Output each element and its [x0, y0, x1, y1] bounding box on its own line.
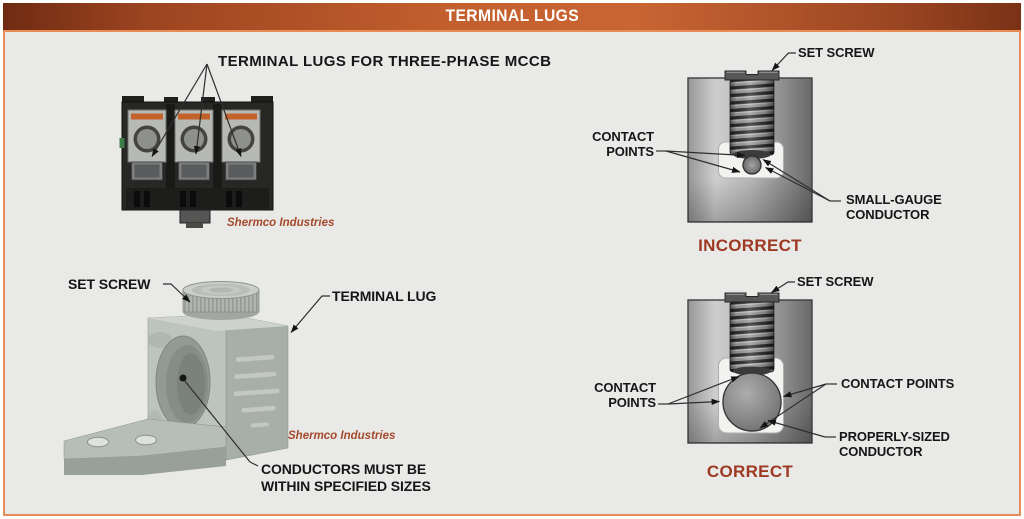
mccb-label: TERMINAL LUGS FOR THREE-PHASE MCCB — [218, 53, 552, 70]
correct-lug-diagram — [658, 281, 837, 444]
lug-photo-illustration — [63, 281, 330, 475]
set-screw-graphic — [724, 292, 780, 376]
lug-conductors-label: CONDUCTORS MUST BE WITHIN SPECIFIED SIZE… — [261, 461, 431, 494]
incorrect-verdict: INCORRECT — [698, 236, 802, 255]
properly-sized-conductor-graphic — [722, 372, 782, 432]
lug-conductor-hole — [155, 335, 211, 429]
mccb-body — [119, 96, 274, 228]
lug-leader-lines — [163, 283, 330, 467]
correct-set-screw-label: SET SCREW — [797, 274, 874, 289]
mccb-leader-lines — [151, 63, 242, 157]
lug-credit: Shermco Industries — [288, 430, 396, 442]
correct-verdict: CORRECT — [706, 462, 794, 481]
panel-lug-photo: SET SCREW TERMINAL LUG Shermco Industrie… — [20, 270, 560, 505]
correct-contact-points-left-label: CONTACT POINTS — [594, 380, 656, 410]
mccb-lug-module — [221, 109, 261, 181]
panel-mccb-photo: TERMINAL LUGS FOR THREE-PHASE MCCB Sherm… — [60, 42, 560, 242]
lug-set-screw-label: SET SCREW — [68, 276, 151, 292]
mccb-green-mark — [119, 138, 125, 148]
figure-title: TERMINAL LUGS — [445, 7, 579, 25]
mccb-lug-module — [174, 109, 214, 181]
figure-header: TERMINAL LUGS — [3, 3, 1021, 30]
incorrect-leader-lines — [656, 52, 841, 202]
incorrect-set-screw-label: SET SCREW — [798, 45, 875, 60]
lug-callout-dot — [179, 374, 187, 382]
correct-leader-lines — [658, 281, 837, 438]
panel-incorrect-diagram: SET SCREW CONTACT POINTS SMALL-GAUGE CON… — [560, 40, 1024, 257]
panel-correct-diagram: SET SCREW CONTACT POINTS CONTACT POINTS … — [560, 270, 1024, 514]
lug-threaded-collar — [182, 281, 260, 320]
lug-stamped-markings — [233, 354, 280, 428]
terminal-lug-body — [63, 281, 289, 475]
mccb-lug-module — [127, 109, 167, 181]
small-gauge-conductor-graphic — [742, 155, 762, 175]
incorrect-lug-diagram — [656, 52, 841, 223]
set-screw-graphic — [724, 70, 780, 159]
figure-content: TERMINAL LUGS FOR THREE-PHASE MCCB Sherm… — [3, 30, 1021, 516]
incorrect-contact-points-label: CONTACT POINTS — [592, 129, 654, 159]
correct-contact-points-right-label: CONTACT POINTS — [841, 376, 955, 391]
incorrect-conductor-label: SMALL-GAUGE CONDUCTOR — [846, 192, 942, 222]
mccb-photo-illustration — [119, 63, 274, 228]
lug-mounting-base — [63, 418, 227, 475]
mccb-credit: Shermco Industries — [227, 217, 335, 229]
lug-terminal-lug-label: TERMINAL LUG — [332, 288, 437, 304]
correct-conductor-label: PROPERLY-SIZED CONDUCTOR — [839, 429, 950, 459]
